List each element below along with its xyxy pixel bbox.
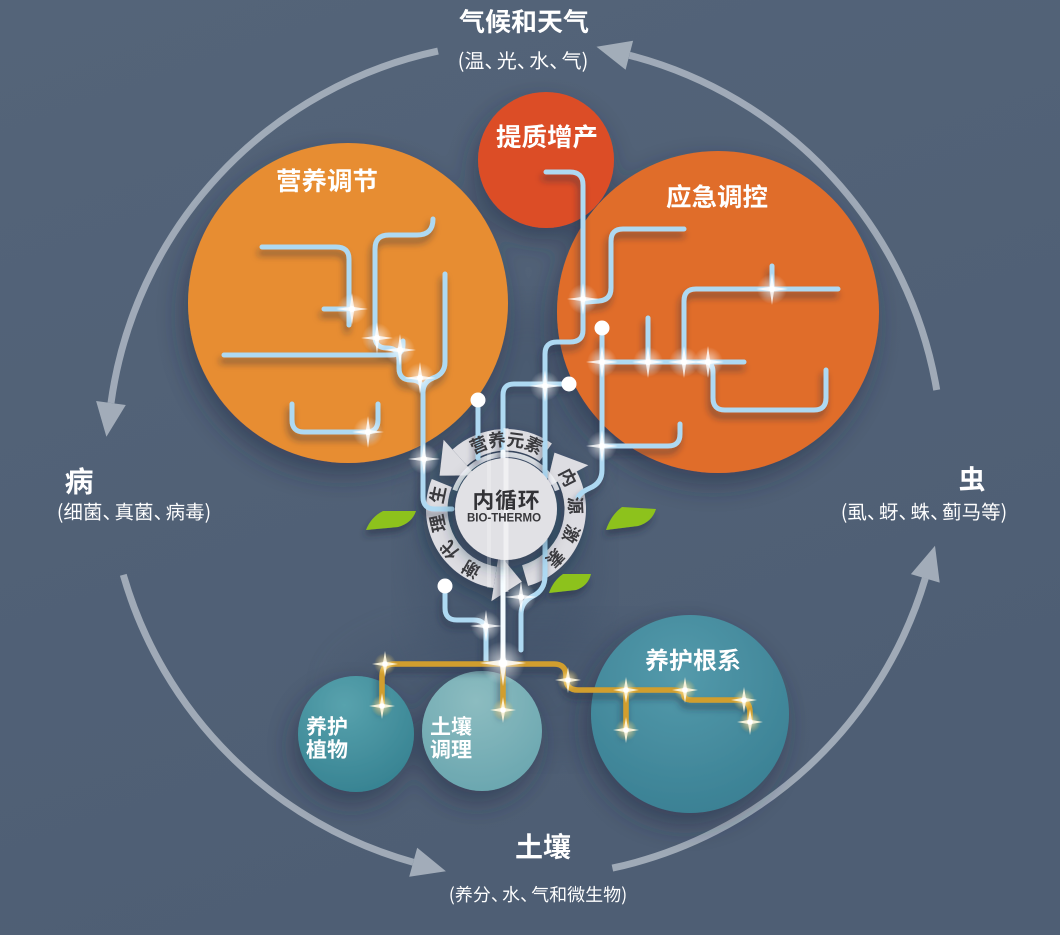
svg-text:BIO-THERMO: BIO-THERMO [467, 513, 541, 525]
